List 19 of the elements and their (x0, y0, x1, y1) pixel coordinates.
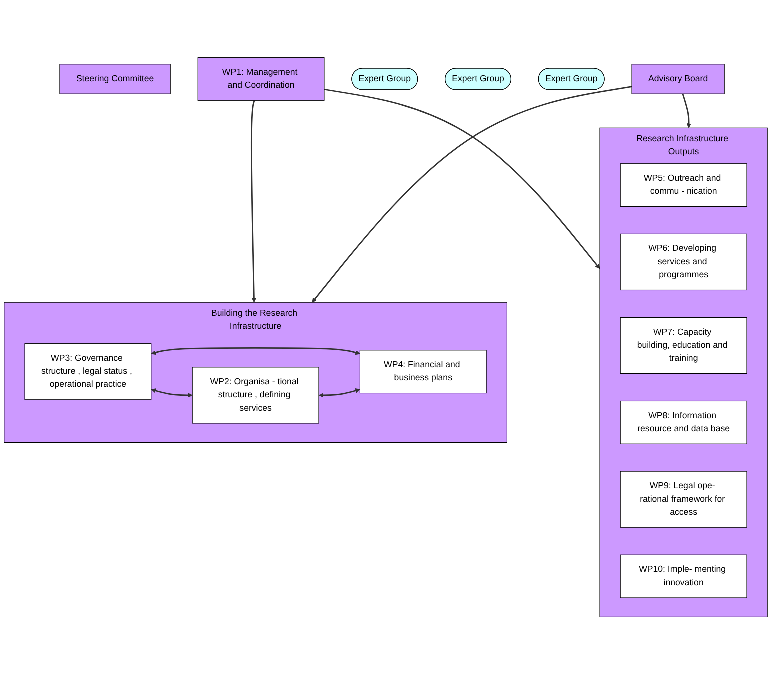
arrow (324, 88, 600, 270)
node-box: WP1: Management and Coordination (198, 58, 325, 101)
arrow (151, 388, 193, 398)
node-box: WP9: Legal ope- rational framework for access (620, 471, 748, 528)
node-box: Steering Committee (60, 64, 171, 94)
node-box: WP10: Imple- menting innovation (620, 554, 748, 598)
node-box: Advisory Board (632, 64, 725, 94)
arrow (151, 348, 360, 356)
arrow (318, 388, 360, 398)
arrow (250, 100, 257, 303)
node-box: WP6: Developing services and programmes (620, 234, 748, 291)
arrow (682, 94, 692, 128)
node-box: WP4: Financial and business plans (360, 350, 487, 394)
node-box: WP8: Information resource and data base (620, 400, 748, 444)
node-box: WP2: Organisa - tional structure , defining services (192, 367, 320, 424)
node-box: WP5: Outreach and commu - nication (620, 164, 748, 207)
node-box: WP3: Governance structure , legal status , operational practice (24, 344, 152, 400)
arrow (312, 86, 632, 303)
node-box: WP7: Capacity building, education and training (620, 317, 748, 374)
